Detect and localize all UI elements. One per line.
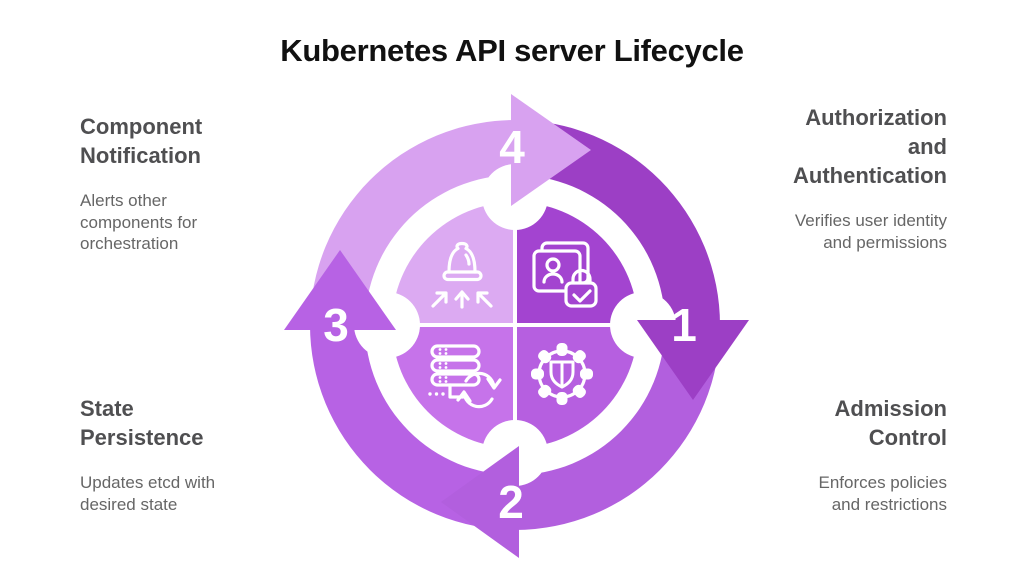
block-body: Updates etcd with desired state [80,473,216,514]
step-number-3: 3 [323,299,349,351]
identity-card-lock-icon [532,241,598,308]
database-sync-icon [428,344,502,409]
cycle-arc-4 [310,120,515,325]
block-body: Alerts other components for orchestratio… [80,191,198,253]
cycle-arrowhead-2 [441,446,519,558]
block-heading: Component Notification [80,114,203,168]
block-state-persistence: State Persistence Updates etcd with desi… [80,394,280,515]
block-admission-control: Admission Control Enforces policies and … [737,394,947,515]
page-title: Kubernetes API server Lifecycle [280,33,744,68]
step-number-2: 2 [498,476,524,528]
step-number-1: 1 [671,299,697,351]
block-component-notification: Component Notification Alerts other comp… [80,112,270,255]
cycle-arrowhead-4 [511,94,591,206]
block-heading: Admission Control [834,396,947,450]
block-body: Verifies user identity and permissions [794,211,947,252]
cycle-arc-3 [310,325,515,530]
cycle-arc-2 [515,325,720,530]
cycle-arrowhead-1 [637,320,749,400]
cycle-arrowhead-3 [284,250,396,330]
step-number-4: 4 [499,121,525,173]
notification-bell-icon [431,241,493,309]
cycle-arc-1 [515,120,720,325]
block-body: Enforces policies and restrictions [818,473,947,514]
block-heading: Authorization and Authentication [793,105,947,188]
block-heading: State Persistence [80,396,204,450]
block-authorization-authentication: Authorization and Authentication Verifie… [732,103,947,253]
gear-shield-icon [531,343,593,405]
